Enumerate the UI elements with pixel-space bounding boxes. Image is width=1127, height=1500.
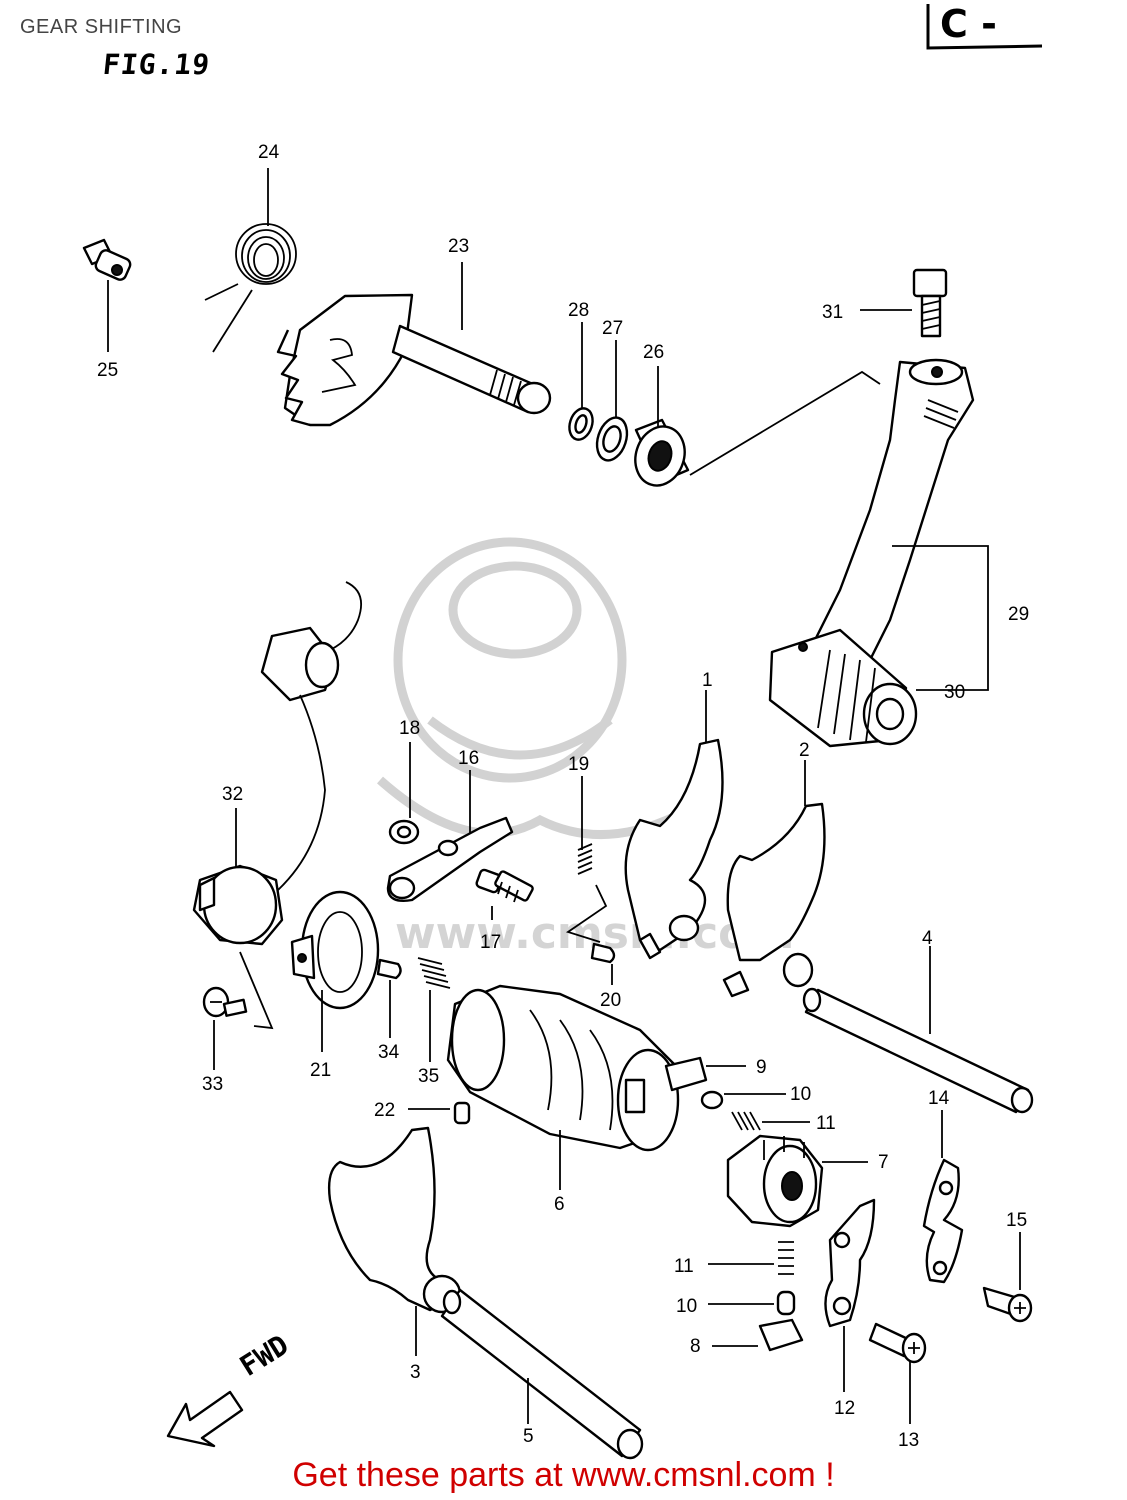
part-pin-10-lower — [776, 1290, 796, 1316]
part-shift-drum-6 — [446, 984, 682, 1152]
callout-28: 28 — [568, 300, 589, 321]
part-washer-18 — [388, 819, 420, 845]
callout-25: 25 — [97, 360, 118, 381]
part-plate-14 — [922, 1158, 964, 1284]
callout-3: 3 — [410, 1362, 421, 1383]
callout-6: 6 — [554, 1194, 565, 1215]
part-fork-shaft-5 — [440, 1288, 644, 1460]
part-screw-13 — [868, 1322, 927, 1364]
footer-cta-link[interactable]: Get these parts at www.cmsnl.com ! — [292, 1456, 835, 1494]
callout-16: 16 — [458, 748, 479, 769]
callout-15: 15 — [1006, 1210, 1027, 1231]
part-cam-driven-gear-7 — [726, 1134, 824, 1228]
callout-5: 5 — [523, 1426, 534, 1447]
callout-14: 14 — [928, 1088, 950, 1109]
part-shift-fork-1 — [624, 738, 724, 960]
callout-27: 27 — [602, 318, 623, 339]
part-shift-fork-3 — [327, 1126, 462, 1314]
callout-10-upper: 10 — [790, 1084, 811, 1105]
callout-21: 21 — [310, 1060, 331, 1081]
figure-label: FIG.19 — [101, 48, 212, 81]
part-bolt-17 — [475, 868, 534, 903]
callout-11-upper: 11 — [816, 1113, 836, 1134]
section-tag: C - — [940, 2, 997, 46]
callout-33: 33 — [202, 1074, 223, 1095]
part-spring-19 — [565, 843, 608, 943]
callout-1: 1 — [702, 670, 713, 691]
fwd-arrow-icon — [166, 1390, 244, 1448]
part-pin-20 — [590, 942, 616, 964]
part-plate-12 — [824, 1198, 876, 1328]
part-pawl-8 — [758, 1318, 804, 1352]
part-gear-switch-32 — [192, 581, 362, 1030]
callout-34: 34 — [378, 1042, 400, 1063]
callout-11-lower: 11 — [674, 1256, 694, 1277]
part-spring-35 — [417, 957, 451, 989]
callout-17: 17 — [480, 932, 501, 953]
leader-lines — [107, 168, 1021, 1424]
part-stopper-9 — [664, 1056, 708, 1092]
callout-29: 29 — [1008, 604, 1029, 625]
callout-10-lower: 10 — [676, 1296, 697, 1317]
callout-23: 23 — [448, 236, 469, 257]
callout-8: 8 — [690, 1336, 701, 1357]
callout-22: 22 — [374, 1100, 395, 1121]
part-pin-10-upper — [700, 1090, 724, 1110]
part-pin-34 — [376, 958, 402, 980]
callout-35: 35 — [418, 1066, 439, 1087]
callout-13: 13 — [898, 1430, 919, 1451]
part-pin-22 — [453, 1101, 471, 1125]
section-tag-frame — [926, 4, 1043, 50]
callout-19: 19 — [568, 754, 589, 775]
part-oil-seal-26 — [634, 418, 690, 487]
part-shift-fork-2 — [722, 802, 826, 998]
callout-20: 20 — [600, 990, 621, 1011]
part-fork-shaft-4 — [802, 987, 1034, 1114]
callout-32: 32 — [222, 784, 243, 805]
part-bolt-25 — [82, 238, 132, 281]
part-spring-24 — [204, 223, 297, 353]
part-spring-11-lower — [778, 1241, 794, 1275]
callout-18: 18 — [399, 718, 420, 739]
part-footpeg-rubber-30 — [768, 628, 918, 748]
callout-12: 12 — [834, 1398, 855, 1419]
part-screw-15 — [982, 1286, 1033, 1323]
part-screw-33 — [202, 986, 248, 1018]
callout-30: 30 — [944, 682, 965, 703]
callout-2: 2 — [799, 740, 810, 761]
part-cam-plate-21 — [290, 890, 380, 1010]
part-spring-11-upper — [731, 1111, 761, 1131]
callout-9: 9 — [756, 1057, 767, 1078]
part-bolt-31 — [912, 268, 948, 338]
part-stopper-arm-16 — [386, 816, 514, 902]
callout-26: 26 — [643, 342, 664, 363]
part-circlip-28 — [568, 407, 594, 441]
callout-31: 31 — [822, 302, 843, 323]
page-title: GEAR SHIFTING — [20, 16, 183, 38]
part-shift-lever-29 — [798, 358, 975, 682]
callout-4: 4 — [922, 928, 933, 949]
callout-24: 24 — [258, 142, 280, 163]
part-washer-27 — [595, 416, 629, 462]
assembly-line-shaft — [689, 370, 881, 476]
callout-7: 7 — [878, 1152, 889, 1173]
part-shift-shaft-23 — [276, 293, 552, 427]
